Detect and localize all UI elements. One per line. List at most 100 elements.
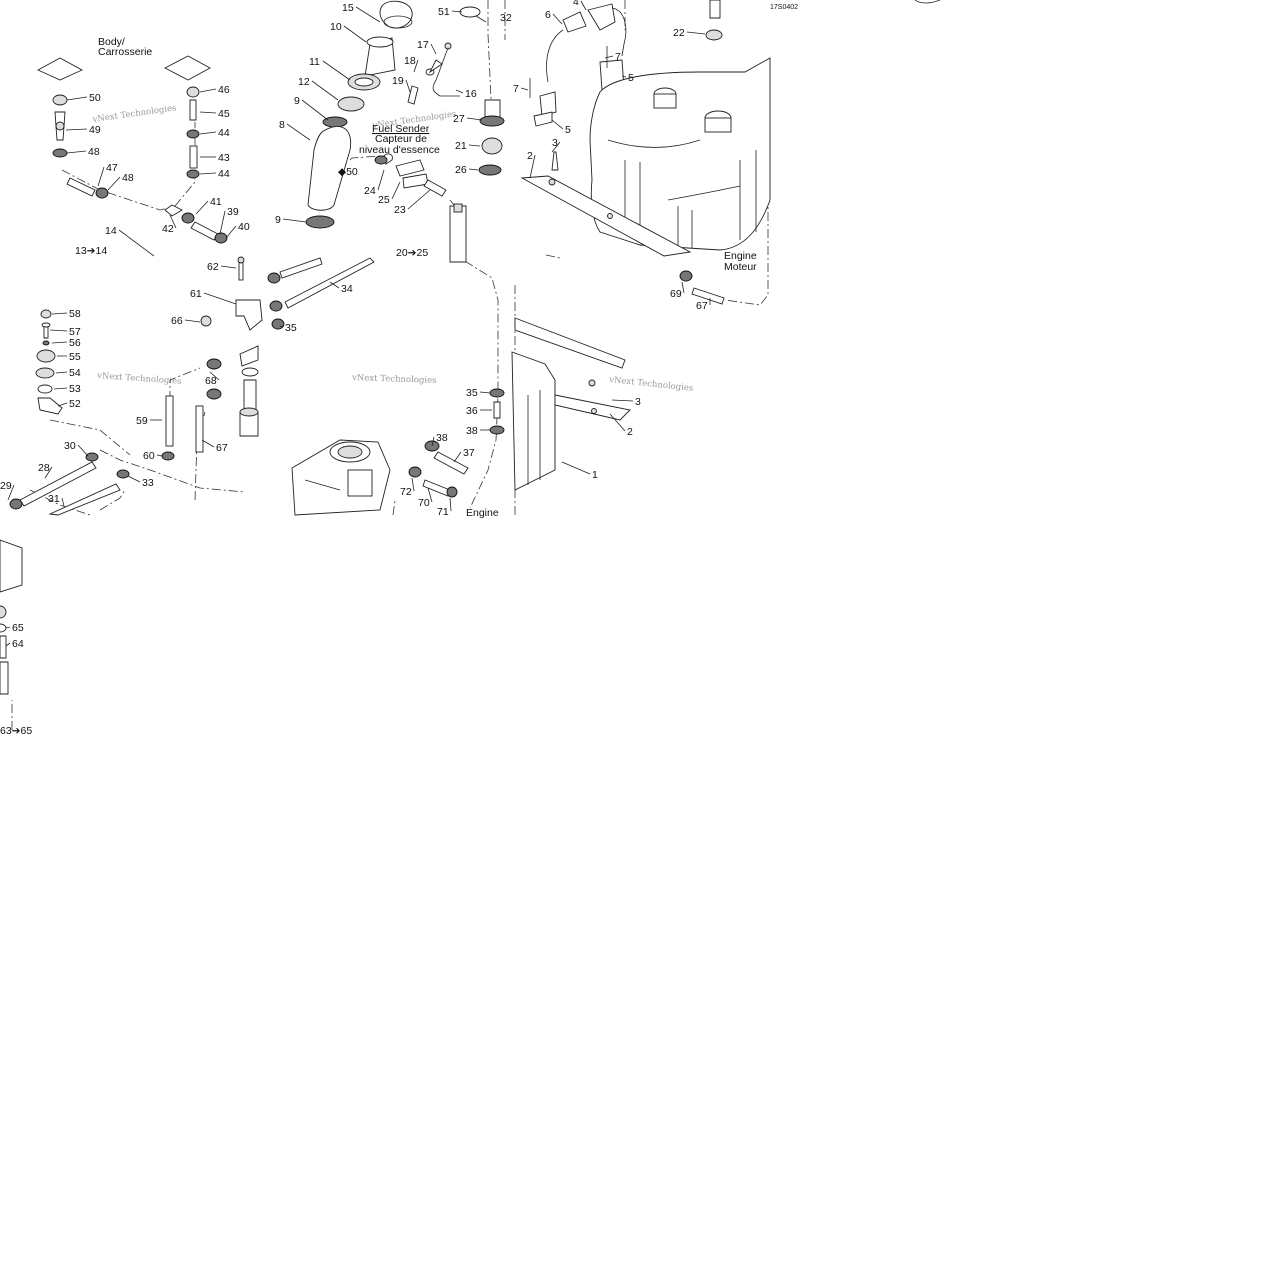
leader-line	[580, 0, 587, 11]
leader-line	[199, 131, 217, 135]
leader-line	[329, 281, 340, 289]
leader-line	[427, 487, 433, 503]
leader-line	[686, 31, 706, 35]
callout-49: 49	[89, 124, 101, 136]
callout-29: 29	[0, 480, 12, 492]
callout-12: 12	[298, 76, 310, 88]
leader-line	[455, 89, 464, 94]
fuel-pump-left	[161, 345, 259, 461]
callout-19: 19	[392, 75, 404, 87]
leader-line	[453, 451, 462, 463]
callout-37: 37	[463, 447, 475, 459]
callout-46: 46	[218, 84, 230, 96]
callout-35: 35	[466, 387, 478, 399]
center-hoses	[267, 257, 375, 330]
text-labels: 17S0402 Body/ Carrosserie Fuel Sender Ca…	[0, 4, 798, 737]
callout-21: 21	[455, 140, 467, 152]
callout-55: 55	[69, 351, 81, 363]
callout-40: 40	[238, 221, 250, 233]
leader-line	[355, 6, 381, 23]
range-20-25: 20➔25	[396, 247, 428, 259]
callout-64: 64	[12, 638, 24, 650]
callout-57: 57	[69, 326, 81, 338]
callout-27: 27	[453, 113, 465, 125]
callout-67: 67	[696, 300, 708, 312]
leader-line	[451, 10, 463, 13]
callout-8: 8	[279, 119, 285, 131]
support-rail-top	[520, 151, 692, 257]
leader-line	[322, 60, 351, 81]
callout-51: 51	[438, 6, 450, 18]
leader-line	[430, 43, 437, 55]
leader-line	[621, 75, 627, 78]
leader-line	[343, 25, 367, 43]
callout-4: 4	[573, 0, 579, 8]
leader-line	[118, 229, 155, 257]
callout-42: 42	[162, 223, 174, 235]
valve-stack	[35, 309, 63, 415]
leader-line	[57, 402, 68, 407]
carburetor	[291, 439, 391, 516]
callout-38: 38	[466, 425, 478, 437]
callout-47: 47	[106, 162, 118, 174]
leader-line	[51, 341, 68, 344]
callout-36: 36	[466, 405, 478, 417]
body-label-line2: Carrosserie	[98, 46, 152, 58]
callout-3: 3	[552, 137, 558, 149]
callout-60: 60	[143, 450, 155, 462]
leader-lines	[5, 0, 711, 647]
leader-line	[77, 444, 89, 457]
callout-50: 50	[89, 92, 101, 104]
engine-label-right-line2: Moteur	[724, 261, 757, 273]
leader-line	[551, 119, 564, 130]
engine-label-bottom: Engine	[466, 507, 499, 519]
leader-line	[468, 144, 481, 147]
callout-5: 5	[565, 124, 571, 136]
callout-33: 33	[142, 477, 154, 489]
leader-line	[199, 111, 217, 114]
leader-line	[51, 312, 68, 315]
callout-22: 22	[673, 27, 685, 39]
filler-assembly	[305, 0, 487, 229]
lower-right-fittings	[408, 388, 505, 498]
leader-line	[405, 79, 411, 93]
fuel-tank	[589, 0, 941, 251]
callout-14: 14	[105, 225, 117, 237]
callout-72: 72	[400, 486, 412, 498]
callout-66: 66	[171, 315, 183, 327]
callout-59: 59	[136, 415, 148, 427]
callout-23: 23	[394, 204, 406, 216]
callout-1: 1	[592, 469, 598, 481]
callout-67: 67	[216, 442, 228, 454]
callout-31: 31	[48, 493, 60, 505]
bracket-61	[200, 256, 263, 331]
watermark: vNext Technologies	[351, 373, 437, 386]
callout-48: 48	[122, 172, 134, 184]
leader-line	[407, 189, 431, 210]
callout-24: 24	[364, 185, 376, 197]
drop-50: ◆50	[338, 166, 358, 178]
leader-line	[301, 99, 329, 121]
leader-line	[551, 141, 561, 153]
callout-70: 70	[418, 497, 430, 509]
leader-line	[65, 128, 88, 131]
leader-line	[49, 329, 68, 332]
callout-5: 5	[628, 72, 634, 84]
callout-52: 52	[69, 398, 81, 410]
leader-line	[201, 439, 215, 448]
callout-41: 41	[210, 196, 222, 208]
callout-35: 35	[285, 322, 297, 334]
leader-line	[468, 168, 479, 171]
callout-25: 25	[378, 194, 390, 206]
leader-line	[61, 497, 65, 507]
watermark: vNext Technologies	[608, 375, 694, 394]
callout-32: 32	[500, 12, 512, 24]
body-label-line1: Body/	[98, 36, 125, 48]
callout-38: 38	[436, 432, 448, 444]
leader-line	[184, 319, 201, 323]
callout-54: 54	[69, 367, 81, 379]
leader-line	[529, 154, 536, 179]
